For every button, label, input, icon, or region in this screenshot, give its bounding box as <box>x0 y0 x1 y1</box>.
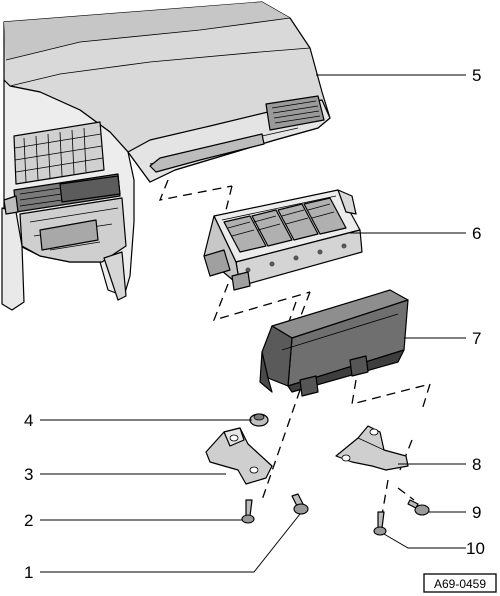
figure-reference-code: A69-0459 <box>434 577 486 591</box>
nut <box>249 413 269 427</box>
right-bracket <box>335 425 409 471</box>
right-air-vent <box>265 95 325 131</box>
bolt-right-upper <box>407 499 430 516</box>
bolt-right-lower <box>373 511 387 536</box>
callout-2: 2 <box>24 511 33 530</box>
callout-10: 10 <box>466 539 485 558</box>
center-console-vents <box>13 173 121 213</box>
airbag-module <box>259 289 409 397</box>
leader-lines <box>40 74 466 573</box>
callout-8: 8 <box>472 455 481 474</box>
left-bracket <box>205 427 273 485</box>
callout-6: 6 <box>472 224 481 243</box>
callout-9: 9 <box>472 503 481 522</box>
callout-4: 4 <box>24 411 33 430</box>
callout-7: 7 <box>472 329 481 348</box>
callout-5: 5 <box>472 66 481 85</box>
bolt-long <box>291 493 309 515</box>
assembly-guide-lines <box>158 179 431 516</box>
bolt-short <box>241 499 255 524</box>
dashboard-panel <box>1 1 331 311</box>
callout-labels: 5 6 7 4 3 8 2 9 10 1 <box>24 66 485 582</box>
figure-reference-box: A69-0459 <box>423 573 497 593</box>
instrument-cluster-frame <box>13 121 105 185</box>
callout-1: 1 <box>24 563 33 582</box>
callout-3: 3 <box>24 465 33 484</box>
airbag-housing <box>203 189 363 291</box>
